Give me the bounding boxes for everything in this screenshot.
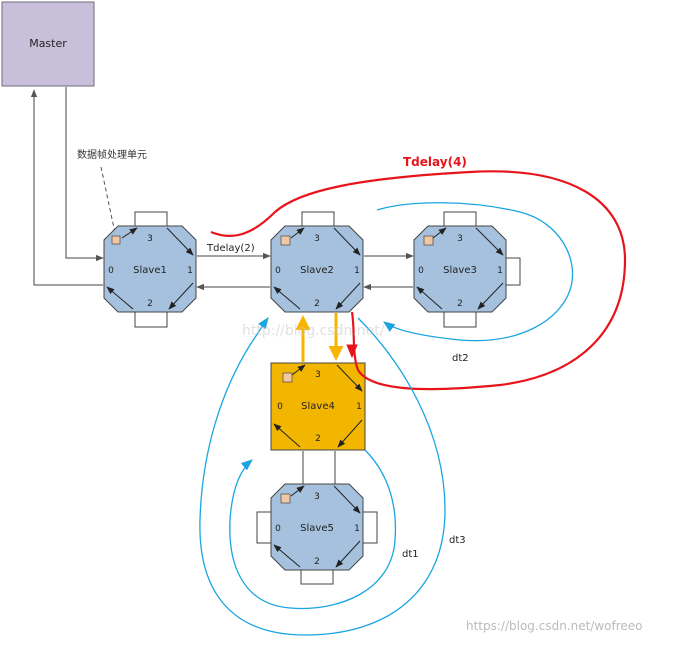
slave2-port-3: 3 [314, 234, 320, 244]
dt1-curve [229, 449, 397, 610]
slave3-processing-unit [423, 235, 434, 246]
slave3-port-3: 3 [457, 234, 463, 244]
slave4-port-0: 0 [277, 402, 283, 412]
slave3-port1-loop [506, 257, 521, 286]
slave5-label: Slave5 [300, 523, 334, 534]
slave1-port-1: 1 [187, 266, 193, 276]
tdelay2-label: Tdelay(2) [206, 243, 255, 254]
annotation-frame-unit: 数据帧处理单元 [77, 148, 147, 161]
slave2-port3-loop [301, 211, 335, 226]
bottom-watermark: https://blog.csdn.net/wofreeo [466, 619, 643, 633]
master-node: Master [1, 1, 95, 87]
slave1-port-2: 2 [147, 299, 153, 309]
slave-links [196, 252, 414, 484]
tdelay4-arrowhead [346, 344, 358, 359]
slave1-port3-loop [134, 211, 168, 226]
slave3-port2-loop [443, 312, 477, 328]
tdelay4-curve [210, 170, 627, 391]
tdelay4-label: Tdelay(4) [403, 155, 467, 169]
slave2-processing-unit [280, 235, 291, 246]
slave5-port0-loop [256, 511, 271, 544]
slave1-port2-loop [134, 312, 168, 328]
slave4-processing-unit [282, 372, 293, 383]
slave2-slave4-highlight-links [295, 313, 344, 362]
slave4-node: Slave4 0 1 2 3 [270, 362, 366, 451]
slave1-port-0: 0 [108, 266, 114, 276]
annotation-leader-line [100, 166, 116, 234]
dt1-label: dt1 [402, 549, 419, 560]
slave3-port3-loop [443, 211, 477, 226]
slave3-port-0: 0 [418, 266, 424, 276]
dt3-label: dt3 [449, 535, 466, 546]
slave2-node: Slave2 0 1 2 3 [270, 211, 364, 313]
master-label: Master [29, 37, 67, 50]
master-downlink [65, 87, 104, 262]
slave2-port-1: 1 [354, 266, 360, 276]
slave1-node: Slave1 0 1 2 3 [103, 211, 197, 328]
slave5-port-0: 0 [275, 524, 281, 534]
slave5-port-2: 2 [314, 557, 320, 567]
dt3-curve [199, 317, 446, 636]
center-watermark: http://blog.csdn.net/ [242, 323, 385, 339]
slave2-label: Slave2 [300, 265, 334, 276]
slave1-label: Slave1 [133, 265, 167, 276]
slave2-port-0: 0 [275, 266, 281, 276]
master-uplink [30, 89, 103, 286]
slave5-node: Slave5 0 1 2 3 [256, 483, 378, 585]
slave3-label: Slave3 [443, 265, 477, 276]
master-slave1-links [30, 87, 104, 286]
slave4-port-3: 3 [315, 370, 321, 380]
slave4-port-1: 1 [356, 402, 362, 412]
slave3-port-2: 2 [457, 299, 463, 309]
slave5-port-1: 1 [354, 524, 360, 534]
slave1-processing-unit [111, 235, 121, 245]
slave5-port-3: 3 [314, 492, 320, 502]
slave2-port-2: 2 [314, 299, 320, 309]
slave5-port2-loop [300, 570, 334, 585]
slave4-port-2: 2 [315, 434, 321, 444]
dt2-curve [376, 202, 574, 342]
dt2-label: dt2 [452, 353, 469, 364]
slave3-port-1: 1 [497, 266, 503, 276]
slave5-processing-unit [280, 493, 291, 504]
slave5-port1-loop [363, 511, 378, 544]
slave3-node: Slave3 0 1 2 3 [413, 211, 521, 328]
slave4-label: Slave4 [301, 401, 335, 412]
slave1-port-3: 3 [147, 234, 153, 244]
